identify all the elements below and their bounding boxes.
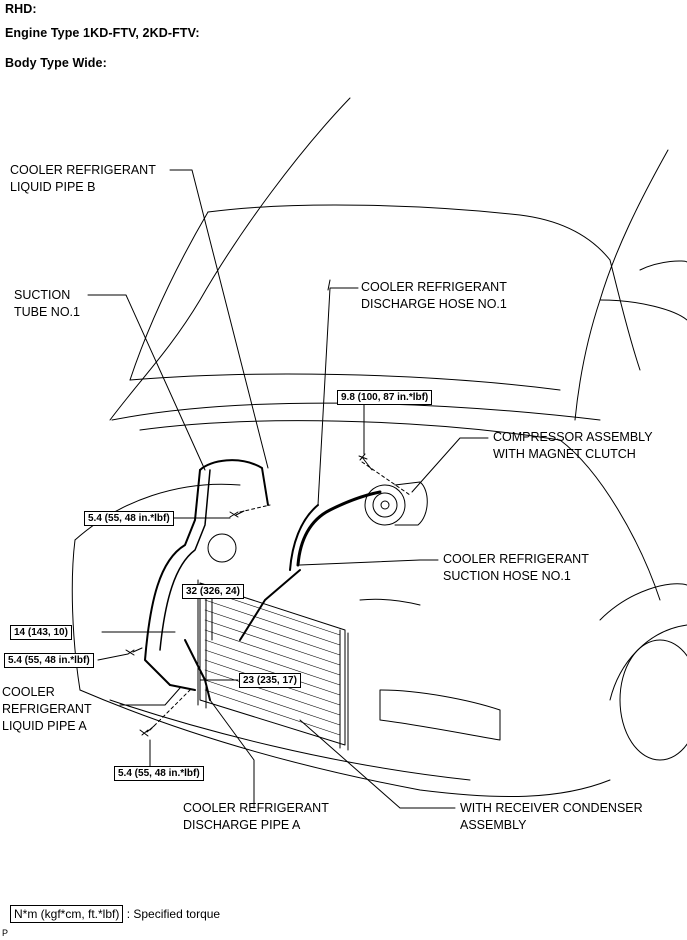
pipe-suction-tube-2 bbox=[159, 469, 211, 651]
compressor-pulley bbox=[364, 484, 406, 526]
side-window-top bbox=[639, 260, 687, 271]
leader-suction-tube bbox=[87, 294, 206, 471]
leader-liquid-pipe-b bbox=[169, 169, 269, 469]
header-body-type: Body Type Wide: bbox=[5, 56, 107, 70]
leader-discharge-pipe-a bbox=[209, 699, 255, 809]
windshield-top bbox=[207, 204, 611, 261]
legend-unit-box: N*m (kgf*cm, ft.*lbf) bbox=[10, 905, 124, 923]
bumper-lower bbox=[79, 689, 611, 798]
dh-leader-stub bbox=[327, 279, 331, 291]
torque-legend: N*m (kgf*cm, ft.*lbf) : Specified torque bbox=[10, 905, 221, 923]
leader-t-left-low bbox=[97, 653, 129, 661]
fender-line bbox=[559, 439, 661, 601]
bolt-compressor bbox=[358, 453, 373, 471]
discharge-hose bbox=[296, 490, 382, 567]
bumper-mid bbox=[109, 699, 471, 781]
pipe-liquid-a bbox=[169, 684, 196, 691]
hood-lower bbox=[111, 402, 601, 421]
condenser-left-tank bbox=[197, 579, 207, 709]
wheel-arch-top bbox=[599, 583, 687, 621]
windshield-left bbox=[129, 211, 209, 381]
torque-condenser-top: 32 (326, 24) bbox=[182, 584, 244, 599]
wheel-arch-inner bbox=[609, 624, 687, 701]
cowl-line bbox=[139, 420, 561, 441]
torque-left-low-bolt: 5.4 (55, 48 in.*lbf) bbox=[4, 653, 94, 668]
dash-bottom bbox=[149, 689, 191, 731]
leader-condenser bbox=[299, 719, 456, 809]
header-engine-type: Engine Type 1KD-FTV, 2KD-FTV: bbox=[5, 26, 200, 40]
compressor-center bbox=[380, 500, 390, 510]
compressor-hub bbox=[372, 492, 398, 518]
label-compressor: COMPRESSOR ASSEMBLY WITH MAGNET CLUTCH bbox=[493, 430, 653, 461]
pipe-b bbox=[199, 459, 269, 506]
label-discharge-pipe-a: COOLER REFRIGERANT DISCHARGE PIPE A bbox=[183, 801, 329, 832]
label-liquid-pipe-b: COOLER REFRIGERANT LIQUID PIPE B bbox=[10, 163, 156, 194]
suction-hose bbox=[289, 504, 319, 571]
front-left-curve bbox=[74, 483, 241, 541]
bolt-left-low bbox=[125, 647, 143, 656]
torque-left-mid: 14 (143, 10) bbox=[10, 625, 72, 640]
receiver-tank bbox=[339, 629, 349, 751]
header-rhd: RHD: bbox=[5, 2, 37, 16]
leader-liquid-pipe-a bbox=[119, 687, 181, 706]
torque-bottom-bolt: 5.4 (55, 48 in.*lbf) bbox=[114, 766, 204, 781]
label-liquid-pipe-a: COOLER REFRIGERANT LIQUID PIPE A bbox=[2, 685, 92, 733]
condenser-frame bbox=[199, 582, 346, 746]
fog-lamp-opening bbox=[379, 689, 501, 741]
dash-compressor bbox=[361, 461, 411, 496]
wheel-outline bbox=[619, 639, 687, 761]
pipe-suction-tube bbox=[144, 469, 201, 686]
label-condenser: WITH RECEIVER CONDENSER ASSEMBLY bbox=[460, 801, 643, 832]
a-pillar-line bbox=[109, 97, 351, 421]
leader-compressor bbox=[411, 437, 489, 493]
torque-condenser-mid: 23 (235, 17) bbox=[239, 673, 301, 688]
compressor-body bbox=[394, 481, 428, 526]
leader-discharge-hose bbox=[317, 287, 359, 506]
grille-top bbox=[359, 598, 421, 606]
pipe-condenser-link bbox=[239, 569, 301, 641]
corner-mark: P bbox=[2, 928, 9, 938]
label-suction-tube: SUCTION TUBE NO.1 bbox=[14, 288, 80, 319]
right-pillar-line bbox=[574, 149, 669, 421]
torque-compressor-bolt: 9.8 (100, 87 in.*lbf) bbox=[337, 390, 433, 405]
leader-suction-hose bbox=[299, 559, 439, 566]
label-discharge-hose: COOLER REFRIGERANT DISCHARGE HOSE NO.1 bbox=[361, 280, 507, 311]
torque-upper-left-bolt: 5.4 (55, 48 in.*lbf) bbox=[84, 511, 174, 526]
windshield-right-edge bbox=[609, 259, 641, 371]
dash-upper-left bbox=[239, 504, 271, 513]
headlamp-circle bbox=[207, 533, 237, 563]
front-left-side bbox=[71, 539, 81, 691]
label-suction-hose: COOLER REFRIGERANT SUCTION HOSE NO.1 bbox=[443, 552, 589, 583]
hood-edge bbox=[129, 373, 561, 391]
side-window-edge bbox=[599, 299, 687, 321]
condenser-fins bbox=[204, 589, 341, 736]
legend-text: : Specified torque bbox=[126, 907, 221, 921]
